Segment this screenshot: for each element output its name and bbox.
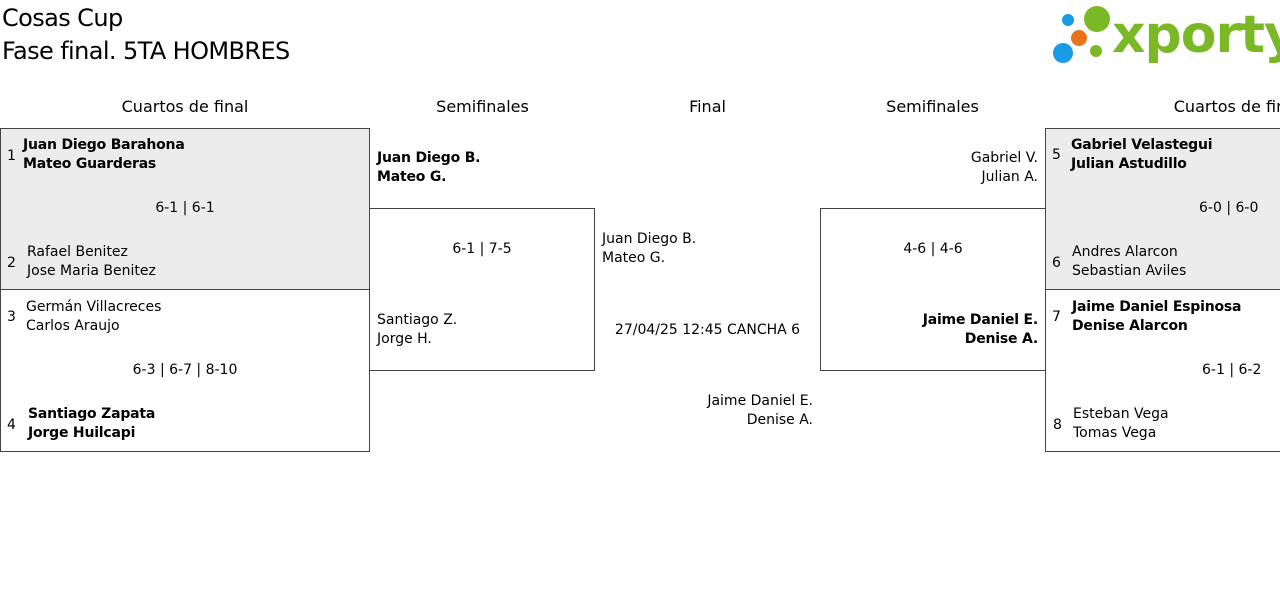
player-name: Denise Alarcon xyxy=(1072,318,1188,334)
player-name: Juan Diego B. xyxy=(377,150,481,166)
team-winner: Jaime Daniel E. Denise A. xyxy=(923,311,1038,349)
player-name: Jorge Huilcapi xyxy=(28,425,136,441)
team-winner: Juan Diego Barahona Mateo Guarderas xyxy=(23,136,185,174)
final-schedule: 27/04/25 12:45 CANCHA 6 xyxy=(614,322,801,338)
seed-number: 4 xyxy=(7,417,16,433)
final-team-bottom: Jaime Daniel E. Denise A. xyxy=(707,392,813,430)
player-name: Mateo G. xyxy=(602,250,666,266)
player-name: Julian A. xyxy=(981,169,1038,185)
seed-number: 6 xyxy=(1052,255,1061,271)
player-name: Carlos Araujo xyxy=(26,318,120,334)
player-name: Denise A. xyxy=(746,412,813,428)
match-score: 6-1 | 6-1 xyxy=(155,200,215,216)
team: Rafael Benitez Jose Maria Benitez xyxy=(27,243,156,281)
xporty-logo-text: xporty xyxy=(1112,5,1280,65)
player-name: Juan Diego Barahona xyxy=(23,137,185,153)
seed-number: 8 xyxy=(1053,417,1062,433)
player-name: Jorge H. xyxy=(377,331,432,347)
player-name: Jaime Daniel Espinosa xyxy=(1072,299,1242,315)
team-winner: Jaime Daniel Espinosa Denise Alarcon xyxy=(1072,298,1241,336)
round-header-semifinals-right: Semifinales xyxy=(886,97,979,116)
round-header-final: Final xyxy=(689,97,726,116)
player-name: Andres Alarcon xyxy=(1072,244,1178,260)
player-name: Juan Diego B. xyxy=(602,231,697,247)
seed-number: 3 xyxy=(7,309,16,325)
seed-number: 1 xyxy=(7,148,16,164)
tournament-subtitle: Fase final. 5TA HOMBRES xyxy=(2,37,290,65)
sf-left-match[interactable] xyxy=(369,208,595,371)
team: Germán Villacreces Carlos Araujo xyxy=(26,298,161,336)
match-score: 6-1 | 7-5 xyxy=(452,241,512,257)
tournament-title: Cosas Cup xyxy=(2,4,123,32)
player-name: Mateo G. xyxy=(377,169,447,185)
player-name: Jaime Daniel E. xyxy=(707,393,813,409)
xporty-logo: xporty xyxy=(1050,2,1280,68)
player-name: Denise A. xyxy=(964,331,1038,347)
team: Esteban Vega Tomas Vega xyxy=(1073,405,1169,443)
player-name: Esteban Vega xyxy=(1073,406,1169,422)
player-name: Rafael Benitez xyxy=(27,244,128,260)
qf-left-match-1[interactable] xyxy=(0,128,370,290)
round-header-quarterfinals-right: Cuartos de fin xyxy=(1173,97,1280,116)
seed-number: 5 xyxy=(1052,147,1061,163)
match-score: 6-3 | 6-7 | 8-10 xyxy=(132,362,238,378)
player-name: Germán Villacreces xyxy=(26,299,162,315)
player-name: Santiago Zapata xyxy=(28,406,156,422)
player-name: Jaime Daniel E. xyxy=(922,312,1038,328)
team-winner: Gabriel Velastegui Julian Astudillo xyxy=(1071,136,1213,174)
match-score: 6-0 | 6-0 xyxy=(1199,200,1259,216)
player-name: Julian Astudillo xyxy=(1071,156,1187,172)
final-team-top: Juan Diego B. Mateo G. xyxy=(602,230,696,268)
round-header-quarterfinals-left: Cuartos de final xyxy=(121,97,249,116)
seed-number: 2 xyxy=(7,255,16,271)
xporty-logo-dots xyxy=(1053,6,1110,63)
match-score: 6-1 | 6-2 xyxy=(1202,362,1262,378)
player-name: Gabriel V. xyxy=(970,150,1038,166)
match-score: 4-6 | 4-6 xyxy=(903,241,963,257)
player-name: Mateo Guarderas xyxy=(23,156,157,172)
player-name: Jose Maria Benitez xyxy=(27,263,156,279)
team-winner: Santiago Zapata Jorge Huilcapi xyxy=(28,405,155,443)
round-header-semifinals-left: Semifinales xyxy=(436,97,529,116)
seed-number: 7 xyxy=(1052,309,1061,325)
player-name: Tomas Vega xyxy=(1073,425,1157,441)
player-name: Santiago Z. xyxy=(377,312,458,328)
qf-right-match-2[interactable] xyxy=(1045,289,1280,452)
player-name: Gabriel Velastegui xyxy=(1071,137,1213,153)
team: Santiago Z. Jorge H. xyxy=(377,311,457,349)
team-winner: Juan Diego B. Mateo G. xyxy=(377,149,480,187)
player-name: Sebastian Aviles xyxy=(1072,263,1187,279)
team: Gabriel V. Julian A. xyxy=(971,149,1038,187)
team: Andres Alarcon Sebastian Aviles xyxy=(1072,243,1186,281)
